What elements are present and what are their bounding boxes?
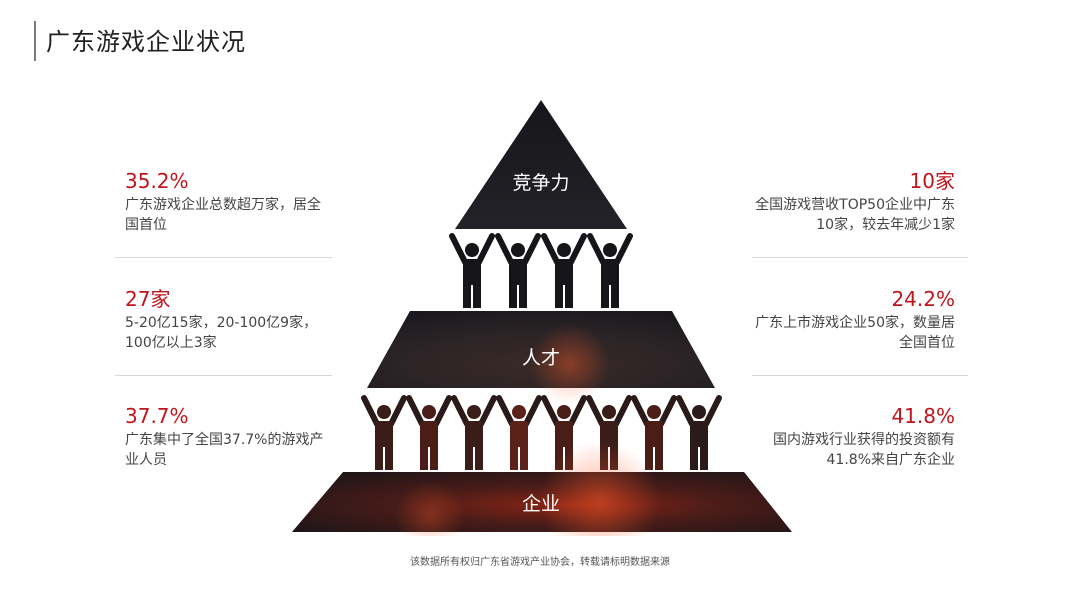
person-figure-icon: [465, 405, 483, 470]
right-stat-3-value: 41.8%: [891, 404, 955, 428]
person-figure-icon: [420, 405, 438, 470]
person-figure-icon: [375, 405, 393, 470]
footer-note: 该数据所有权归广东省游戏产业协会，转载请标明数据来源: [410, 557, 670, 568]
title-accent-bar: [34, 21, 36, 61]
left-stat-1-value: 35.2%: [125, 169, 189, 193]
pyramid-bottom-label: 企业: [522, 493, 560, 515]
left-stat-3-value: 37.7%: [125, 404, 189, 428]
left-stat-3-line2: 业人员: [125, 452, 167, 468]
left-stat-2-line1: 5-20亿15家，20-100亿9家，: [125, 315, 318, 331]
middle-ember-glow: [530, 324, 610, 404]
right-stat-1-line2: 10家，较去年减少1家: [816, 217, 955, 233]
pyramid-top-label: 竞争力: [512, 172, 569, 194]
figure-arms: [496, 395, 542, 427]
right-stat-3: 41.8% 国内游戏行业获得的投资额有 41.8%来自广东企业: [733, 404, 955, 470]
right-stat-2-line1: 广东上市游戏企业50家，数量居: [755, 315, 955, 331]
bottom-ember-glow-1: [540, 441, 660, 536]
right-divider-1: [752, 257, 968, 258]
person-figure-icon: [601, 243, 619, 308]
figure-arms: [676, 395, 722, 427]
left-stat-2-value: 27家: [125, 287, 171, 311]
figure-arms: [587, 233, 633, 265]
left-divider-1: [115, 257, 332, 258]
left-stat-3: 37.7% 广东集中了全国37.7%的游戏产 业人员: [125, 404, 347, 470]
pyramid-middle-label: 人才: [522, 347, 560, 369]
left-stat-1-line2: 国首位: [125, 217, 167, 233]
left-stat-2: 27家 5-20亿15家，20-100亿9家， 100亿以上3家: [125, 287, 347, 353]
right-stat-2: 24.2% 广东上市游戏企业50家，数量居 全国首位: [733, 287, 955, 353]
figure-arms: [451, 395, 497, 427]
right-divider-2: [752, 375, 968, 376]
left-stat-1: 35.2% 广东游戏企业总数超万家，居全 国首位: [125, 169, 347, 235]
left-divider-2: [115, 375, 332, 376]
right-stat-2-line2: 全国首位: [899, 335, 955, 351]
left-stat-3-line1: 广东集中了全国37.7%的游戏产: [125, 432, 324, 448]
person-figure-icon: [690, 405, 708, 470]
pyramid-diagram: 竞争力 人才 企业: [292, 100, 792, 536]
person-figure-icon: [463, 243, 481, 308]
figure-arms: [541, 233, 587, 265]
bottom-ember-glow-2: [395, 481, 465, 536]
right-stat-3-desc: 国内游戏行业获得的投资额有 41.8%来自广东企业: [733, 430, 955, 470]
right-stat-2-value: 24.2%: [891, 287, 955, 311]
right-stat-1: 10家 全国游戏营收TOP50企业中广东 10家，较去年减少1家: [733, 169, 955, 235]
right-stat-1-value: 10家: [909, 169, 955, 193]
person-figure-icon: [509, 243, 527, 308]
person-figure-icon: [510, 405, 528, 470]
right-stat-2-desc: 广东上市游戏企业50家，数量居 全国首位: [733, 313, 955, 353]
right-stat-1-desc: 全国游戏营收TOP50企业中广东 10家，较去年减少1家: [733, 195, 955, 235]
page-title: 广东游戏企业状况: [46, 28, 246, 56]
figure-arms: [631, 395, 677, 427]
left-stat-2-desc: 5-20亿15家，20-100亿9家， 100亿以上3家: [125, 313, 347, 353]
left-stat-3-desc: 广东集中了全国37.7%的游戏产 业人员: [125, 430, 347, 470]
person-figure-icon: [555, 243, 573, 308]
left-stat-2-line2: 100亿以上3家: [125, 335, 217, 351]
pyramid-top-tier: [455, 100, 627, 229]
figure-arms: [361, 395, 407, 427]
right-stat-1-line1: 全国游戏营收TOP50企业中广东: [755, 197, 955, 213]
right-stat-3-line1: 国内游戏行业获得的投资额有: [773, 432, 955, 448]
figure-arms: [541, 395, 587, 427]
figure-arms: [449, 233, 495, 265]
left-stat-1-line1: 广东游戏企业总数超万家，居全: [125, 197, 321, 213]
figures-row-top: [449, 233, 633, 308]
figure-arms: [495, 233, 541, 265]
left-stat-1-desc: 广东游戏企业总数超万家，居全 国首位: [125, 195, 347, 235]
figures-row-middle: [361, 395, 722, 470]
person-figure-icon: [645, 405, 663, 470]
figure-arms: [406, 395, 452, 427]
right-stat-3-line2: 41.8%来自广东企业: [826, 452, 955, 468]
figure-arms: [586, 395, 632, 427]
